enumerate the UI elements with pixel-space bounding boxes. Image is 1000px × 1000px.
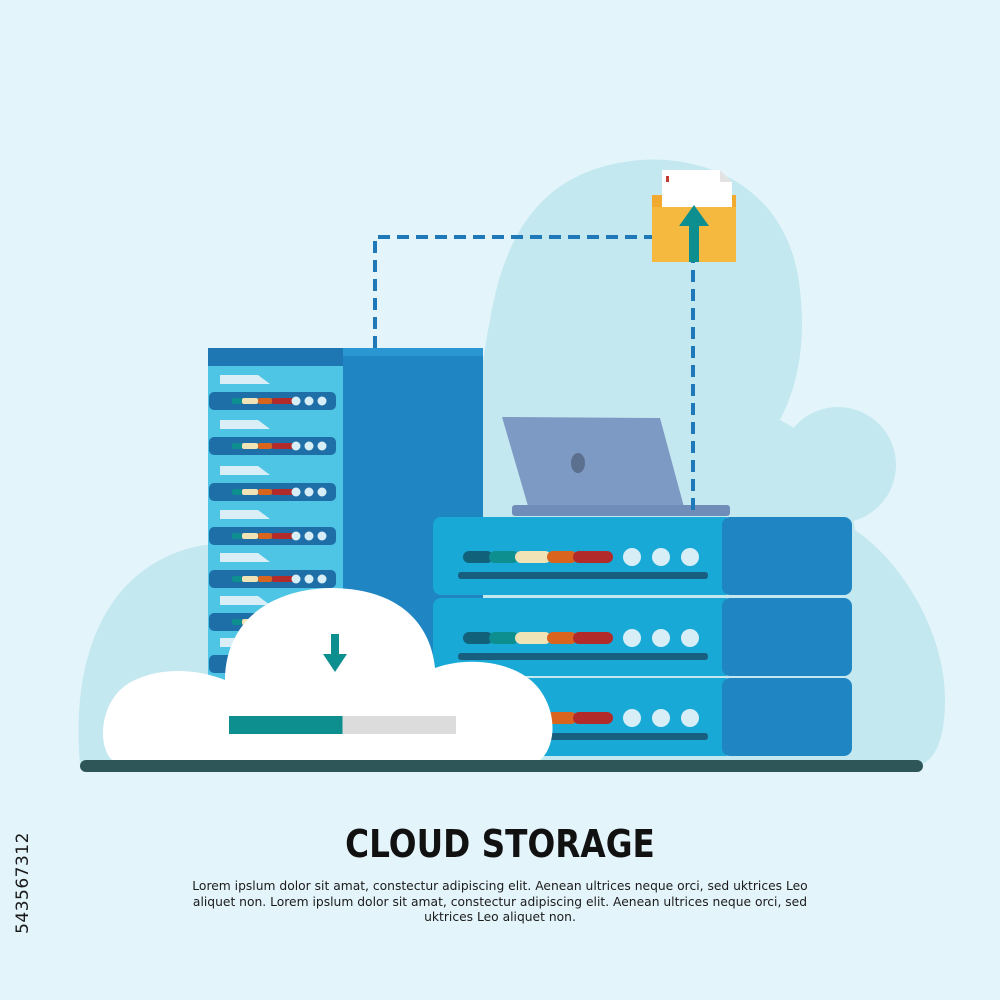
download-arrow-icon [323, 634, 347, 672]
upload-arrow-icon [679, 205, 709, 262]
connector-lines [373, 235, 695, 510]
laptop [502, 417, 730, 516]
stock-id-text: 543567312 [13, 831, 33, 934]
rack-unit [433, 517, 852, 595]
page-title: CLOUD STORAGE [345, 822, 655, 866]
progress-bar [229, 716, 456, 734]
rack-unit [433, 598, 852, 676]
stock-id-label: 543567312 [12, 765, 34, 1000]
cloud-icon [103, 588, 553, 760]
description-text: Lorem ipslum dolor sit amat, constectur … [192, 879, 808, 924]
ground-line [80, 760, 923, 772]
folder-icon [652, 170, 736, 262]
